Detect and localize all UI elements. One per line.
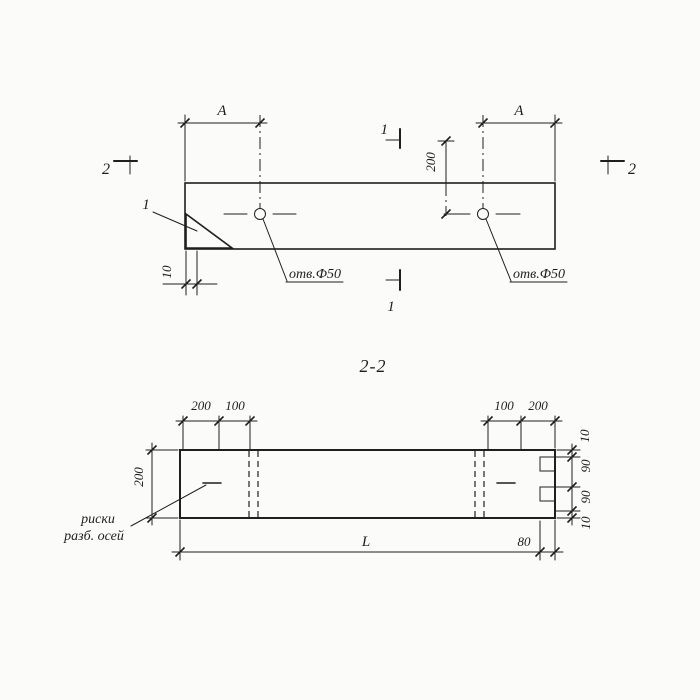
section1-bottom-label: 1 <box>387 299 395 315</box>
hole-left-leader <box>262 218 288 282</box>
dim-tick <box>254 117 266 129</box>
dim-tick <box>244 415 256 427</box>
dim-tick <box>549 415 561 427</box>
dim-tick <box>477 117 489 129</box>
notch-bottom <box>539 486 556 502</box>
dim-tick <box>440 208 452 220</box>
dim-height-label: 200 <box>131 467 146 487</box>
hole-right <box>477 208 489 220</box>
section2-right-label: 2 <box>628 161 636 178</box>
note-leader <box>130 484 207 527</box>
dim-tick <box>549 546 561 558</box>
dim-right-90b: 90 <box>578 490 593 504</box>
dim-tick <box>213 415 225 427</box>
dim-tick <box>566 444 578 456</box>
section-view: 2-2 200 200 100 <box>63 356 593 561</box>
dim-tick <box>515 415 527 427</box>
dim-length-label: L <box>361 534 370 550</box>
section1-top-label: 1 <box>381 122 389 138</box>
plan-outline <box>184 182 556 250</box>
dim-tick <box>566 512 578 524</box>
dim-tick <box>146 512 158 524</box>
dim-right-90a: 90 <box>578 459 593 473</box>
section-outline <box>179 449 556 519</box>
dim-tick <box>191 278 203 290</box>
dim-top-left-100: 100 <box>225 398 245 413</box>
dim-tick <box>482 415 494 427</box>
hole-left <box>254 208 266 220</box>
dim-tick <box>566 481 578 493</box>
dim-top-right-100: 100 <box>494 398 514 413</box>
dim-200-label: 200 <box>423 152 438 172</box>
plan-view: 1 отв.Ф50 отв.Ф50 A A 200 <box>102 103 636 315</box>
dim-top-left-200: 200 <box>191 398 211 413</box>
notch-top <box>539 456 556 472</box>
dim-tick <box>566 505 578 517</box>
section-title: 2-2 <box>360 356 387 376</box>
dim-tick <box>174 546 186 558</box>
hole-right-leader <box>485 218 512 282</box>
dim-tick <box>180 278 192 290</box>
dim-tick <box>549 117 561 129</box>
dim-tick <box>534 546 546 558</box>
chamfer-detail <box>185 212 235 249</box>
dim-80-label: 80 <box>518 534 532 549</box>
dim-tick <box>146 444 158 456</box>
dim-right-10a: 10 <box>577 429 592 443</box>
dim-10-label: 10 <box>159 265 174 279</box>
dim-a-left-label: A <box>216 103 227 119</box>
dim-tick <box>179 117 191 129</box>
dim-tick <box>566 451 578 463</box>
dim-tick <box>177 415 189 427</box>
dim-right-10b: 10 <box>578 516 593 530</box>
section2-left-label: 2 <box>102 161 110 178</box>
hole-right-callout: отв.Ф50 <box>513 267 565 282</box>
dim-a-right-label: A <box>513 103 524 119</box>
note-line1: риски <box>80 512 115 527</box>
detail-leader <box>152 211 198 232</box>
detail-label: 1 <box>142 197 150 213</box>
dim-top-right-200: 200 <box>528 398 548 413</box>
dim-tick <box>440 135 452 147</box>
note-line2: разб. осей <box>63 529 124 544</box>
hole-left-callout: отв.Ф50 <box>289 267 341 282</box>
